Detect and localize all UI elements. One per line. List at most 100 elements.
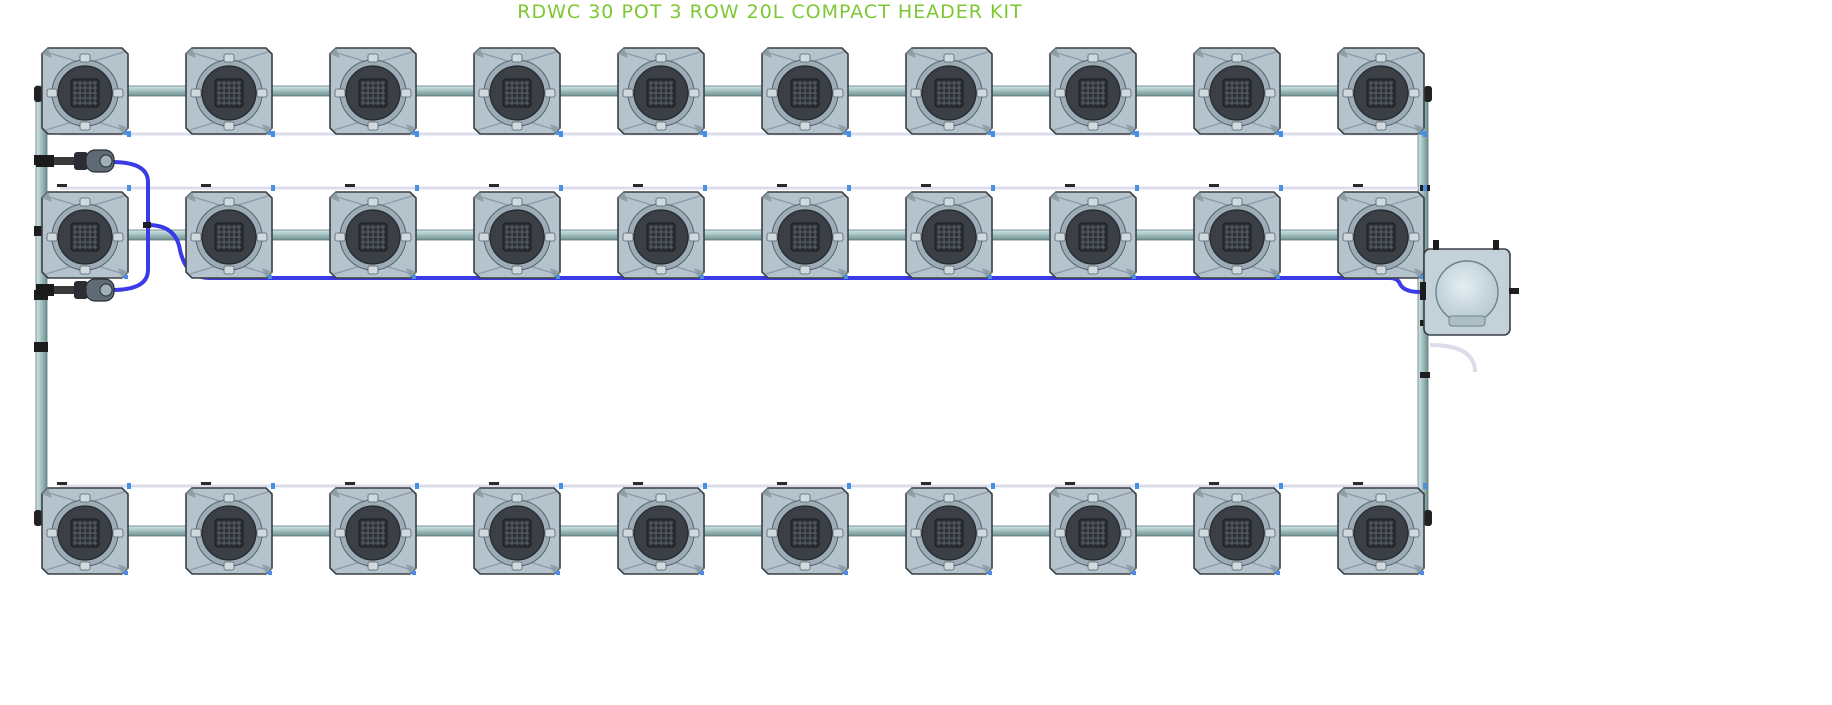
pot-fitting bbox=[1132, 571, 1136, 575]
pot-facet bbox=[838, 268, 848, 278]
pot-ridge bbox=[189, 195, 269, 275]
pot-fitting bbox=[844, 131, 848, 135]
pot-facet bbox=[118, 268, 128, 278]
pot-facet bbox=[982, 124, 992, 134]
pot-ridge bbox=[1053, 491, 1133, 571]
pot-facet bbox=[1270, 268, 1280, 278]
pot-facet bbox=[982, 268, 992, 278]
lid-tab bbox=[544, 528, 556, 538]
pot-facet bbox=[1126, 268, 1136, 278]
grow-pot-icon bbox=[473, 47, 561, 135]
lid-tab bbox=[334, 88, 346, 98]
pot-fitting bbox=[1420, 275, 1424, 279]
manifold-clip bbox=[1420, 372, 1430, 378]
pot-facet bbox=[406, 268, 416, 278]
grow-pot-icon bbox=[905, 487, 993, 575]
hose-fitting bbox=[847, 483, 851, 489]
grow-pot-icon bbox=[761, 191, 849, 279]
hose-clip bbox=[633, 184, 643, 187]
lid-tab bbox=[367, 493, 379, 503]
lid-tab bbox=[190, 232, 202, 242]
lid-tab bbox=[688, 232, 700, 242]
grow-pot-icon bbox=[617, 191, 705, 279]
grow-pot-icon bbox=[905, 47, 993, 135]
lid-tab bbox=[1054, 232, 1066, 242]
lid-tab bbox=[655, 121, 667, 131]
hose-fitting bbox=[415, 483, 419, 489]
lid-tab bbox=[910, 88, 922, 98]
lid-tab bbox=[1087, 197, 1099, 207]
net-pot-icon bbox=[1065, 505, 1121, 561]
lid-tab bbox=[1054, 88, 1066, 98]
pot-ridge bbox=[477, 51, 557, 131]
lid-tab bbox=[799, 53, 811, 63]
pot-fitting bbox=[1276, 571, 1280, 575]
lid-tab bbox=[223, 53, 235, 63]
pot-fitting bbox=[268, 571, 272, 575]
net-pot-icon bbox=[489, 209, 545, 265]
grow-pot-icon bbox=[1049, 487, 1137, 575]
lid-tab bbox=[1408, 528, 1420, 538]
lid-tab bbox=[1375, 197, 1387, 207]
pot-facet bbox=[1414, 268, 1424, 278]
net-pot-icon bbox=[777, 65, 833, 121]
tank-lid bbox=[1435, 260, 1499, 324]
net-pot-icon bbox=[1353, 505, 1409, 561]
lid-tab bbox=[112, 528, 124, 538]
hose-fitting bbox=[1135, 185, 1139, 191]
lid-tab bbox=[622, 528, 634, 538]
lid-tab bbox=[943, 561, 955, 571]
hose-fitting bbox=[847, 185, 851, 191]
hose-fitting bbox=[415, 131, 419, 137]
grow-pot-icon bbox=[1193, 47, 1281, 135]
lid-tab bbox=[79, 493, 91, 503]
net-pot-icon bbox=[201, 505, 257, 561]
pump-icon bbox=[36, 149, 115, 173]
pot-ridge bbox=[333, 195, 413, 275]
lid-tab bbox=[400, 88, 412, 98]
hose-clip bbox=[777, 184, 787, 187]
pump-cable bbox=[54, 157, 76, 165]
hose-clip bbox=[1065, 184, 1075, 187]
pump-connector bbox=[36, 155, 54, 167]
lid-tab bbox=[1342, 88, 1354, 98]
pot-ridge bbox=[477, 195, 557, 275]
overflow-hose bbox=[1429, 343, 1477, 373]
lid-tab bbox=[478, 528, 490, 538]
hose-fitting bbox=[1135, 131, 1139, 137]
pot-ridge bbox=[765, 195, 845, 275]
pot-facet bbox=[262, 124, 272, 134]
net-pot-icon bbox=[777, 505, 833, 561]
pot-facet bbox=[1126, 124, 1136, 134]
pot-facet bbox=[550, 564, 560, 574]
pot-facet bbox=[1194, 488, 1204, 498]
lid-tab bbox=[79, 197, 91, 207]
pot-facet bbox=[694, 124, 704, 134]
net-pot-icon bbox=[57, 505, 113, 561]
grow-pot-icon bbox=[905, 191, 993, 279]
equipment-layer bbox=[36, 149, 1519, 336]
hose-fitting bbox=[127, 131, 131, 137]
lid-tab bbox=[79, 265, 91, 275]
pot-fitting bbox=[412, 131, 416, 135]
grow-pot-icon bbox=[1337, 191, 1425, 279]
hose-fitting bbox=[991, 483, 995, 489]
hose-fitting bbox=[559, 131, 563, 137]
lid-tab bbox=[79, 53, 91, 63]
lid-tab bbox=[367, 53, 379, 63]
header-tank-icon bbox=[1420, 240, 1519, 336]
pot-facet bbox=[42, 48, 52, 58]
pot-ridge bbox=[477, 491, 557, 571]
hose-fitting bbox=[703, 185, 707, 191]
lid-tab bbox=[1231, 197, 1243, 207]
pot-fitting bbox=[124, 275, 128, 279]
lid-tab bbox=[46, 232, 58, 242]
pot-facet bbox=[1270, 564, 1280, 574]
tank-valve bbox=[1433, 240, 1439, 250]
pot-facet bbox=[762, 48, 772, 58]
pot-facet bbox=[838, 564, 848, 574]
hose-clip bbox=[201, 184, 211, 187]
lid-tab bbox=[943, 197, 955, 207]
hose-clip bbox=[489, 184, 499, 187]
